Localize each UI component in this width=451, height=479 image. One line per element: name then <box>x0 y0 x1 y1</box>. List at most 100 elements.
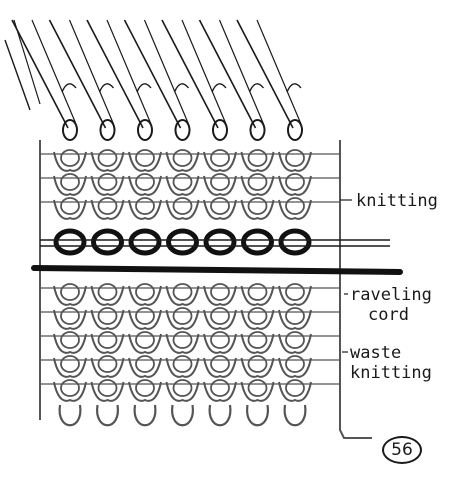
waste-stitch <box>204 310 236 329</box>
needle-latch <box>287 84 301 92</box>
bottom-loop <box>135 405 156 425</box>
waste-stitch-head <box>249 380 267 396</box>
knitting-stitch-head <box>211 174 229 190</box>
waste-stitch-head <box>99 284 117 300</box>
label-knitting: knitting <box>356 192 438 211</box>
waste-stitch <box>54 334 86 353</box>
knitting-stitch <box>129 200 161 219</box>
waste-stitch-head <box>99 308 117 324</box>
knitting-stitch-head <box>136 198 154 214</box>
waste-stitch <box>204 286 236 305</box>
needle-shaft <box>162 20 218 128</box>
knitting-stitch <box>242 152 274 171</box>
label-waste-knitting: knitting <box>350 364 432 383</box>
knitting-stitch-head <box>136 150 154 166</box>
waste-stitch-head <box>99 332 117 348</box>
needle-shaft <box>87 20 143 128</box>
label-cord: cord <box>368 306 409 325</box>
waste-stitch <box>92 310 124 329</box>
waste-stitch <box>242 358 274 377</box>
raveling-cord-loop <box>169 231 197 253</box>
waste-stitch <box>242 310 274 329</box>
waste-stitch <box>167 358 199 377</box>
waste-stitch-head <box>249 308 267 324</box>
waste-stitch <box>54 310 86 329</box>
knitting-stitch-head <box>174 198 192 214</box>
waste-stitch <box>279 334 311 353</box>
needle-hook-loop <box>138 120 152 140</box>
needle-group <box>5 20 302 140</box>
waste-stitch-head <box>61 308 79 324</box>
waste-stitch <box>279 310 311 329</box>
waste-stitch-head <box>211 308 229 324</box>
waste-stitch <box>167 334 199 353</box>
waste-stitch <box>279 382 311 401</box>
waste-stitch-head <box>136 380 154 396</box>
knitting-stitch <box>92 152 124 171</box>
waste-stitch-head <box>174 308 192 324</box>
needle-latch <box>100 84 114 92</box>
waste-stitch-head <box>136 308 154 324</box>
bottom-loop <box>172 405 193 425</box>
raveling-cord-loop <box>206 231 234 253</box>
waste-stitch <box>204 358 236 377</box>
raveling-cord-loop <box>94 231 122 253</box>
knitting-stitch-head <box>249 174 267 190</box>
waste-stitch <box>204 334 236 353</box>
knitting-stitch <box>129 152 161 171</box>
raveling-cord-loop <box>281 231 309 253</box>
knitting-stitch-head <box>136 174 154 190</box>
waste-stitch-head <box>286 332 304 348</box>
needle-hook-loop <box>63 120 77 140</box>
needle-hook-loop <box>213 120 227 140</box>
waste-stitch-head <box>286 356 304 372</box>
knitting-stitch <box>54 200 86 219</box>
needle-latch <box>137 84 151 92</box>
raveling-cord <box>34 268 400 272</box>
needle-shaft <box>200 20 256 128</box>
knitting-stitch-head <box>61 174 79 190</box>
knitting-stitch-head <box>61 150 79 166</box>
waste-stitch-head <box>211 332 229 348</box>
label-raveling: raveling <box>350 286 432 305</box>
knitting-stitch-head <box>99 198 117 214</box>
knitting-stitch-head <box>286 198 304 214</box>
waste-stitch-head <box>174 284 192 300</box>
label-leader-lines <box>340 200 352 352</box>
waste-stitch-head <box>286 284 304 300</box>
waste-stitch <box>129 358 161 377</box>
needle-latch <box>212 84 226 92</box>
needle-hook-loop <box>288 120 302 140</box>
waste-stitch-head <box>211 356 229 372</box>
waste-stitch <box>279 286 311 305</box>
waste-knitting-fabric <box>40 284 340 425</box>
waste-stitch <box>129 286 161 305</box>
waste-stitch <box>129 382 161 401</box>
knitting-stitch <box>167 176 199 195</box>
waste-stitch-head <box>136 356 154 372</box>
knitting-stitch <box>242 200 274 219</box>
knitting-stitch <box>204 176 236 195</box>
waste-stitch <box>204 382 236 401</box>
knitting-stitch-head <box>249 198 267 214</box>
needle-hook-loop <box>101 120 115 140</box>
needle-shaft <box>50 20 106 128</box>
knitting-stitch-head <box>174 150 192 166</box>
knitting-stitch <box>54 176 86 195</box>
needle-latch <box>175 84 189 92</box>
waste-stitch <box>92 358 124 377</box>
knitting-stitch <box>279 200 311 219</box>
knitting-stitch <box>242 176 274 195</box>
bottom-loop <box>247 405 268 425</box>
needle-shaft-extra <box>14 20 40 104</box>
label-waste: waste <box>350 344 401 363</box>
needle-hook-loop <box>251 120 265 140</box>
waste-stitch <box>129 310 161 329</box>
waste-stitch <box>92 286 124 305</box>
waste-stitch <box>54 286 86 305</box>
knitting-stitch <box>279 176 311 195</box>
waste-stitch <box>92 334 124 353</box>
knitting-stitch <box>92 200 124 219</box>
